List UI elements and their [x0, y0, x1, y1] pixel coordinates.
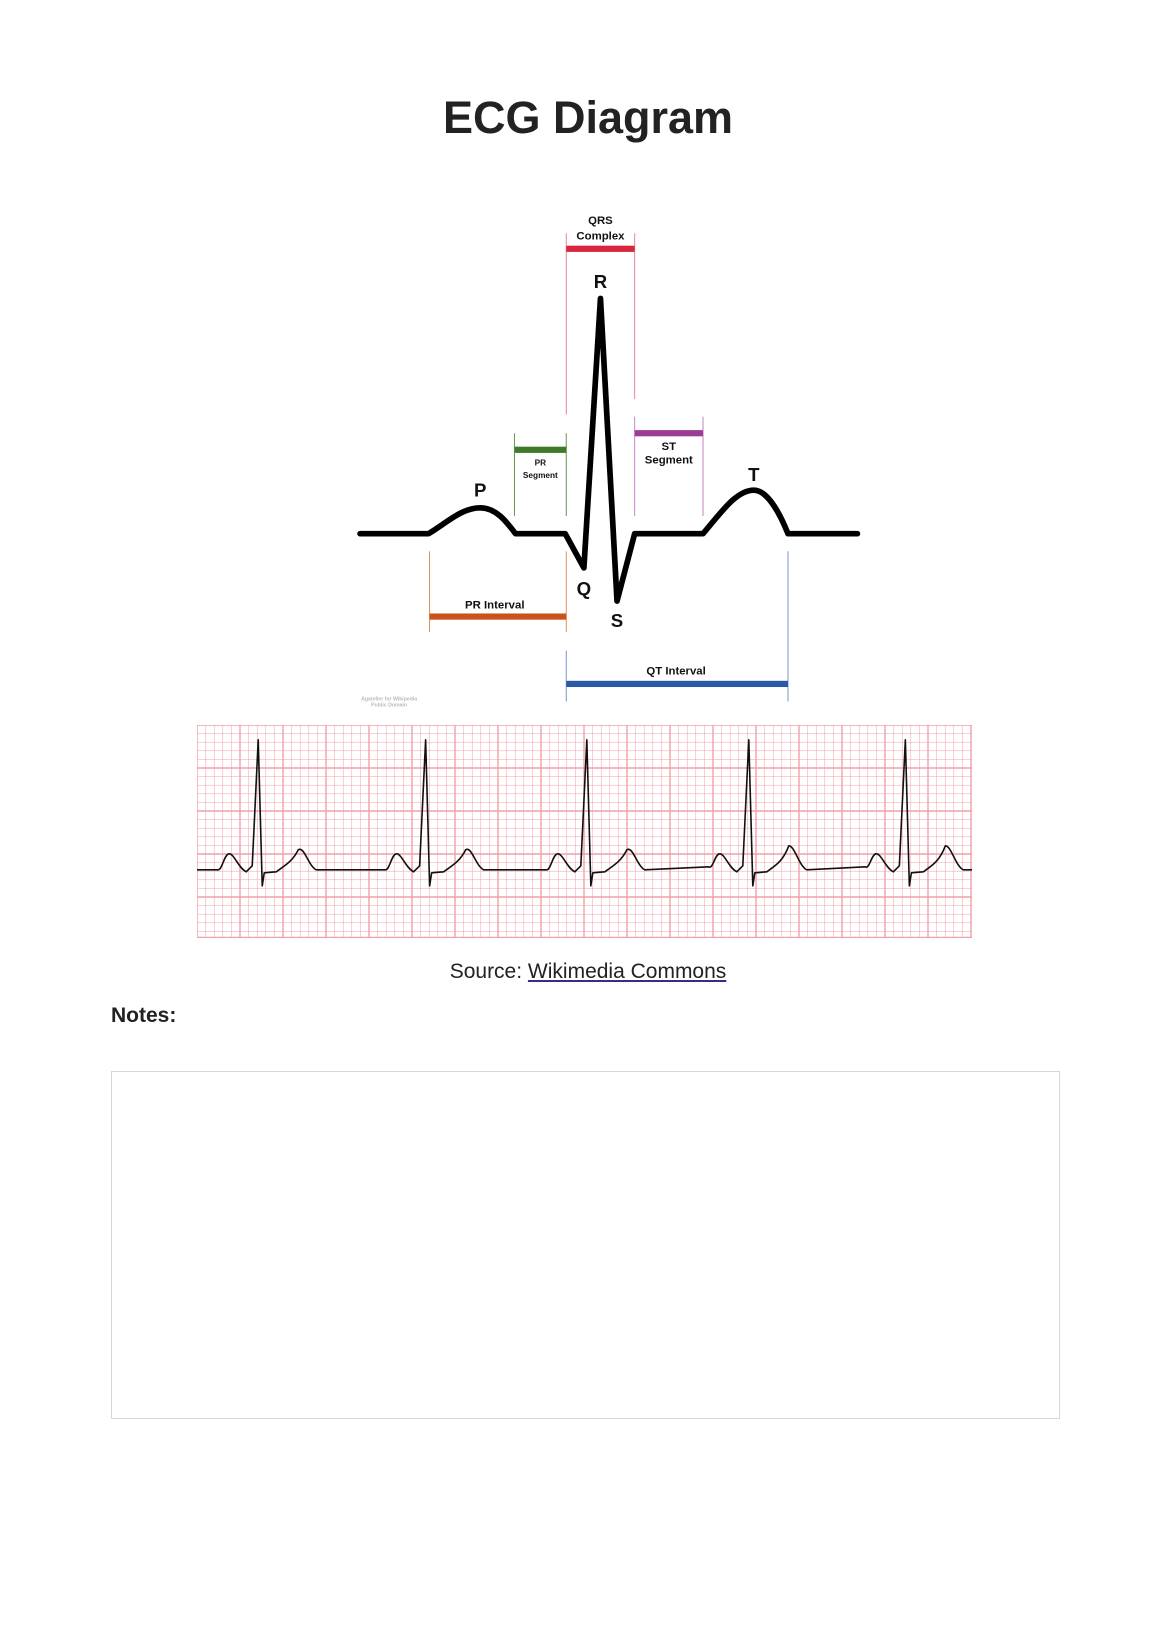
qt-interval-label: QT Interval: [646, 666, 705, 678]
ecg-rhythm-trace: [197, 739, 972, 887]
ecg-trace: [357, 295, 861, 604]
p-wave-label: P: [474, 479, 486, 500]
st-segment-label-line2: Segment: [645, 454, 693, 466]
pr-interval-marker: PR Interval: [429, 551, 567, 633]
st-segment-label-line1: ST: [662, 441, 677, 453]
qrs-label-line2: Complex: [576, 230, 625, 242]
source-credit: Source: Wikimedia Commons: [0, 960, 1176, 984]
qrs-complex-marker: QRS Complex: [565, 215, 636, 415]
pr-segment-marker: PR Segment: [513, 433, 567, 517]
pr-interval-label: PR Interval: [465, 599, 524, 611]
pr-segment-label-line2: Segment: [523, 471, 558, 480]
t-wave-label: T: [748, 464, 760, 485]
pr-segment-label-line1: PR: [535, 458, 547, 467]
source-prefix: Source:: [449, 960, 528, 983]
source-link[interactable]: Wikimedia Commons: [527, 960, 727, 983]
r-wave-label: R: [594, 271, 608, 292]
s-wave-label: S: [611, 610, 623, 631]
watermark-line1: Agateller for Wikipedia: [361, 696, 417, 702]
ecg-waveform-diagram: QRS Complex PR Segment ST Segment PR Int…: [357, 215, 861, 709]
notes-label: Notes:: [111, 1004, 177, 1027]
watermark-line2: Public Domain: [371, 703, 407, 709]
st-segment-marker: ST Segment: [634, 416, 704, 517]
page-title: ECG Diagram: [442, 92, 734, 143]
notes-textarea[interactable]: [111, 1071, 1060, 1419]
q-wave-label: Q: [577, 578, 592, 599]
qrs-label-line1: QRS: [588, 215, 613, 227]
qt-interval-marker: QT Interval: [565, 551, 789, 702]
ecg-rhythm-strip: [197, 725, 972, 938]
ecg-grid: [197, 725, 972, 938]
